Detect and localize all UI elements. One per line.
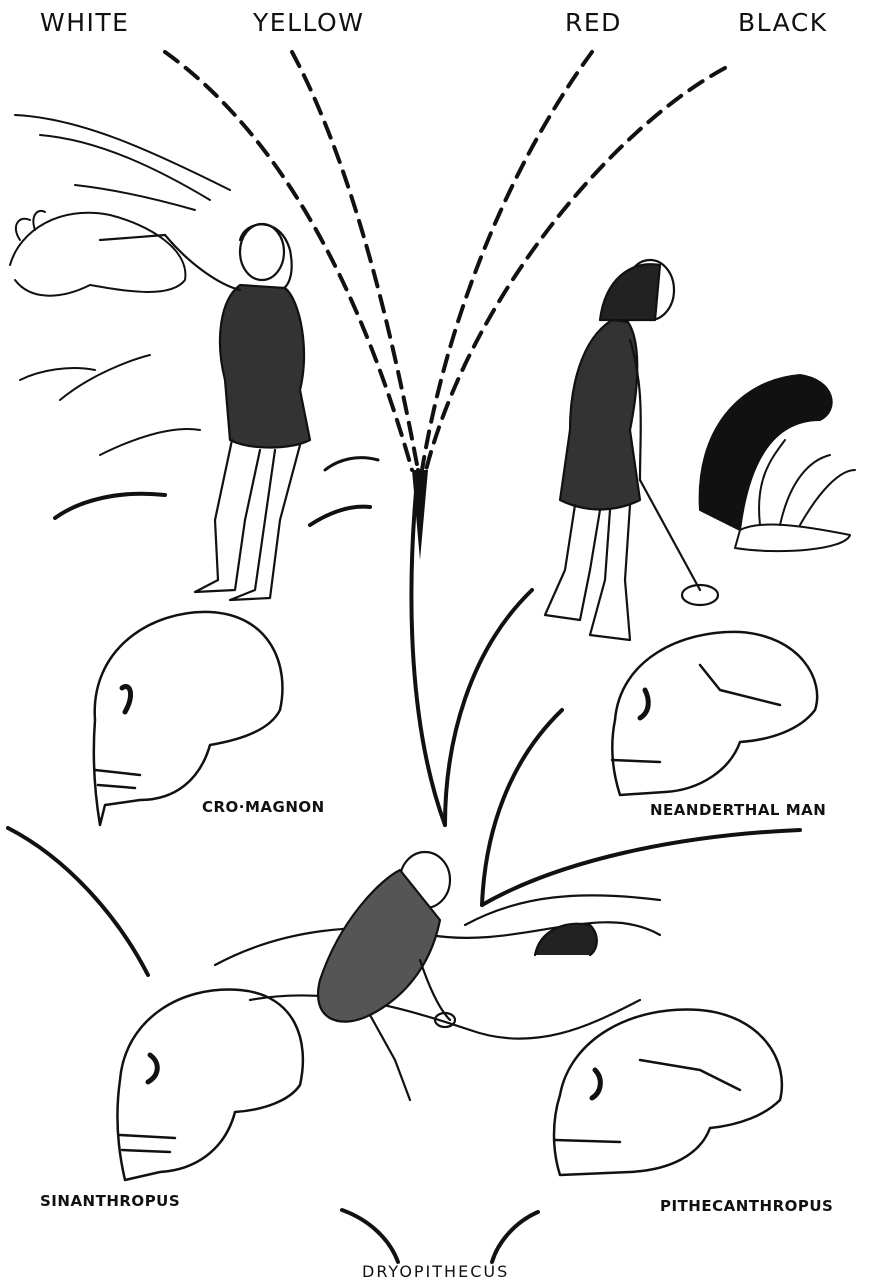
root-right	[492, 1212, 538, 1262]
neanderthal-skull	[612, 632, 817, 795]
cro-magnon-skull	[94, 612, 283, 825]
label-white: WHITE	[40, 8, 129, 37]
cro-magnon-figure	[100, 224, 310, 600]
sinanthropus-skull	[118, 990, 303, 1180]
branch-neanderthal	[445, 590, 532, 825]
label-neanderthal-man: NEANDERTHAL MAN	[650, 801, 826, 819]
dryopithecus-figure	[215, 852, 660, 1100]
branch-sinanthropus	[8, 828, 148, 975]
branch-yellow	[292, 52, 418, 470]
pithecanthropus-skull	[554, 1010, 782, 1175]
label-yellow: YELLOW	[253, 8, 364, 37]
label-pithecanthropus: PITHECANTHROPUS	[660, 1197, 833, 1215]
label-red: RED	[565, 8, 622, 37]
label-dryopithecus: DRYOPITHECUS	[362, 1262, 509, 1281]
root-left	[342, 1210, 398, 1262]
label-black: BLACK	[738, 8, 828, 37]
neanderthal-figure	[545, 260, 718, 640]
label-cro-magnon: CRO·MAGNON	[202, 798, 325, 816]
trunk-cro-magnon	[411, 470, 445, 825]
campfire	[700, 375, 855, 551]
cave-painting	[10, 115, 378, 525]
label-sinanthropus: SINANTHROPUS	[40, 1192, 180, 1210]
branch-pithecanthropus	[482, 830, 800, 905]
